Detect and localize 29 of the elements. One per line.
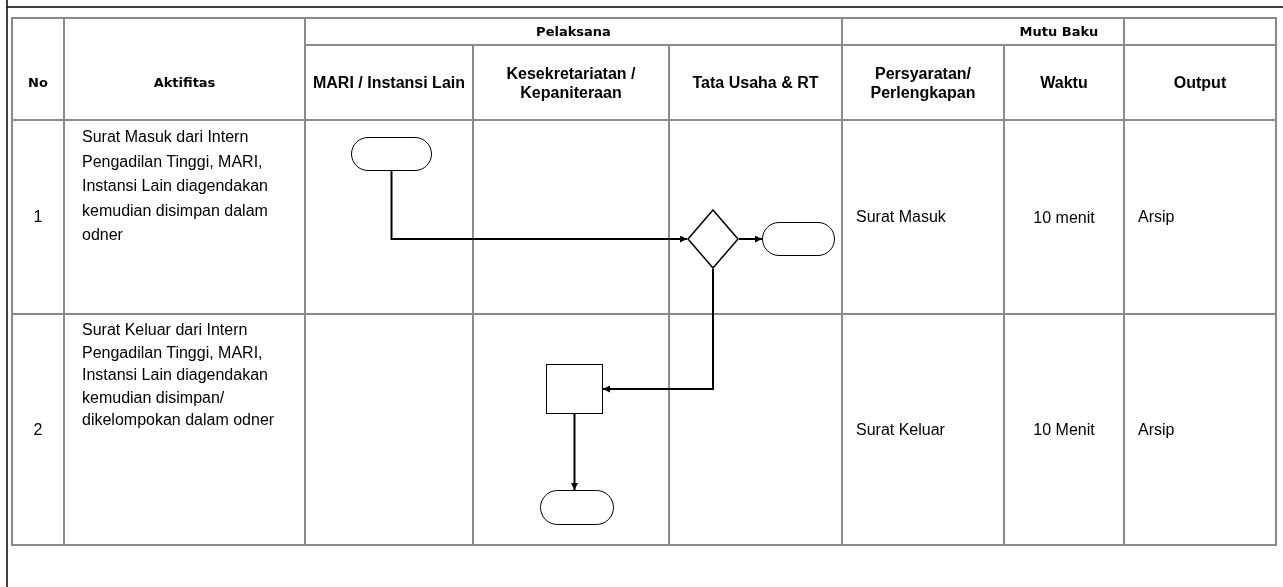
column-header: Kesekretariatan / Kepaniteraan	[505, 63, 637, 102]
column-header: Pelaksana	[536, 22, 611, 41]
table-text: Surat Keluar	[856, 419, 945, 440]
arrow	[738, 235, 763, 243]
table-text: Surat Keluar dari Intern Pengadilan Tinggi, MARI, Instansi Lain diagendakan kemudian disimpan/ dikelompokan dalam odner	[82, 320, 276, 430]
column-header: Output	[1173, 73, 1227, 92]
terminator-shape	[351, 137, 432, 171]
column-header: Aktifitas	[153, 73, 216, 92]
arrow	[571, 413, 578, 491]
table-text: 10 menit	[1033, 207, 1095, 227]
column-header: Tata Usaha & RT	[692, 73, 819, 92]
terminator-shape	[540, 490, 614, 525]
table-text: Arsip	[1138, 419, 1175, 440]
column-header: MARI / Instansi Lain	[313, 73, 465, 92]
arrow	[602, 268, 714, 393]
terminator-shape	[762, 222, 835, 256]
table-text: 2	[33, 419, 43, 440]
column-header: No	[28, 73, 48, 92]
table-text: 10 Menit	[1033, 420, 1095, 439]
table-text: 1	[33, 207, 43, 227]
table-text: Surat Masuk	[856, 207, 946, 227]
arrow	[390, 170, 688, 243]
process-box	[546, 364, 603, 414]
decision-diamond	[687, 209, 739, 269]
table-text: Surat Masuk dari Intern Pengadilan Tinggi, MARI, Instansi Lain diagendakan kemudian disimpan dalam odner	[82, 127, 269, 245]
column-header: Mutu Baku	[1019, 22, 1099, 41]
column-header: Waktu	[1040, 73, 1088, 92]
table-text: Arsip	[1138, 207, 1175, 227]
column-header: Persyaratan/ Perlengkapan	[869, 63, 977, 102]
